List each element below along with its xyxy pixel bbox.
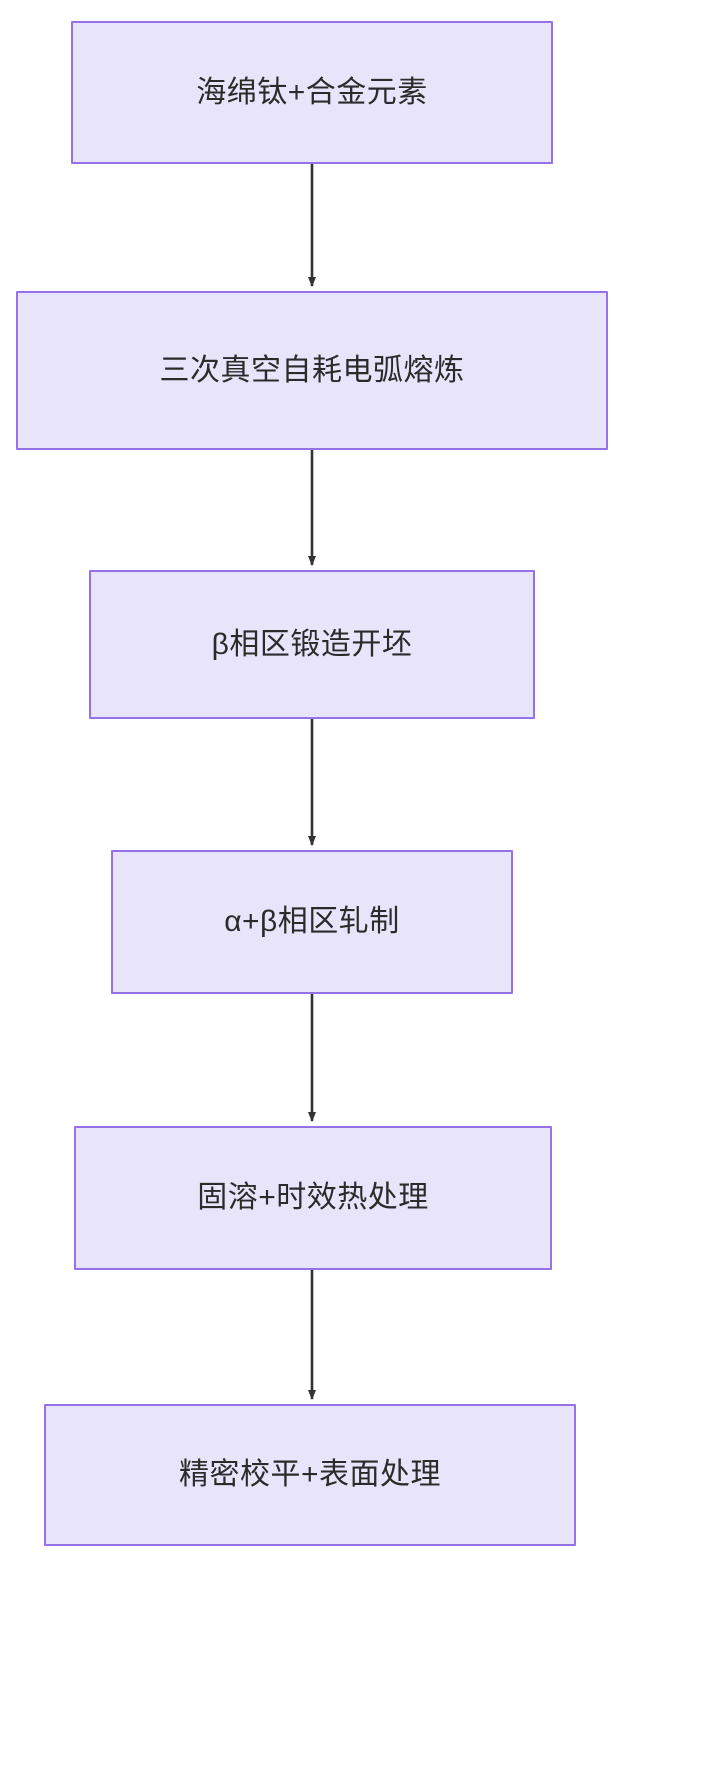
- node-label: 固溶+时效热处理: [197, 1181, 429, 1214]
- flowchart-node-triple-vacuum-arc-remelting[interactable]: 三次真空自耗电弧熔炼: [16, 291, 608, 450]
- node-label: 海绵钛+合金元素: [196, 75, 428, 109]
- flowchart-node-beta-phase-forging[interactable]: β相区锻造开坯: [89, 570, 535, 719]
- node-label: 精密校平+表面处理: [178, 1458, 442, 1491]
- flowchart-node-precision-leveling-surface-treatment[interactable]: 精密校平+表面处理: [44, 1404, 576, 1546]
- node-label: β相区锻造开坯: [211, 627, 413, 661]
- flowchart-node-alpha-beta-phase-rolling[interactable]: α+β相区轧制: [111, 850, 513, 994]
- node-label: α+β相区轧制: [224, 905, 400, 938]
- node-label: 三次真空自耗电弧熔炼: [159, 353, 465, 387]
- flowchart-node-sponge-titanium-alloy-elements[interactable]: 海绵钛+合金元素: [71, 21, 553, 164]
- flowchart-node-solution-aging-heat-treatment[interactable]: 固溶+时效热处理: [74, 1126, 552, 1270]
